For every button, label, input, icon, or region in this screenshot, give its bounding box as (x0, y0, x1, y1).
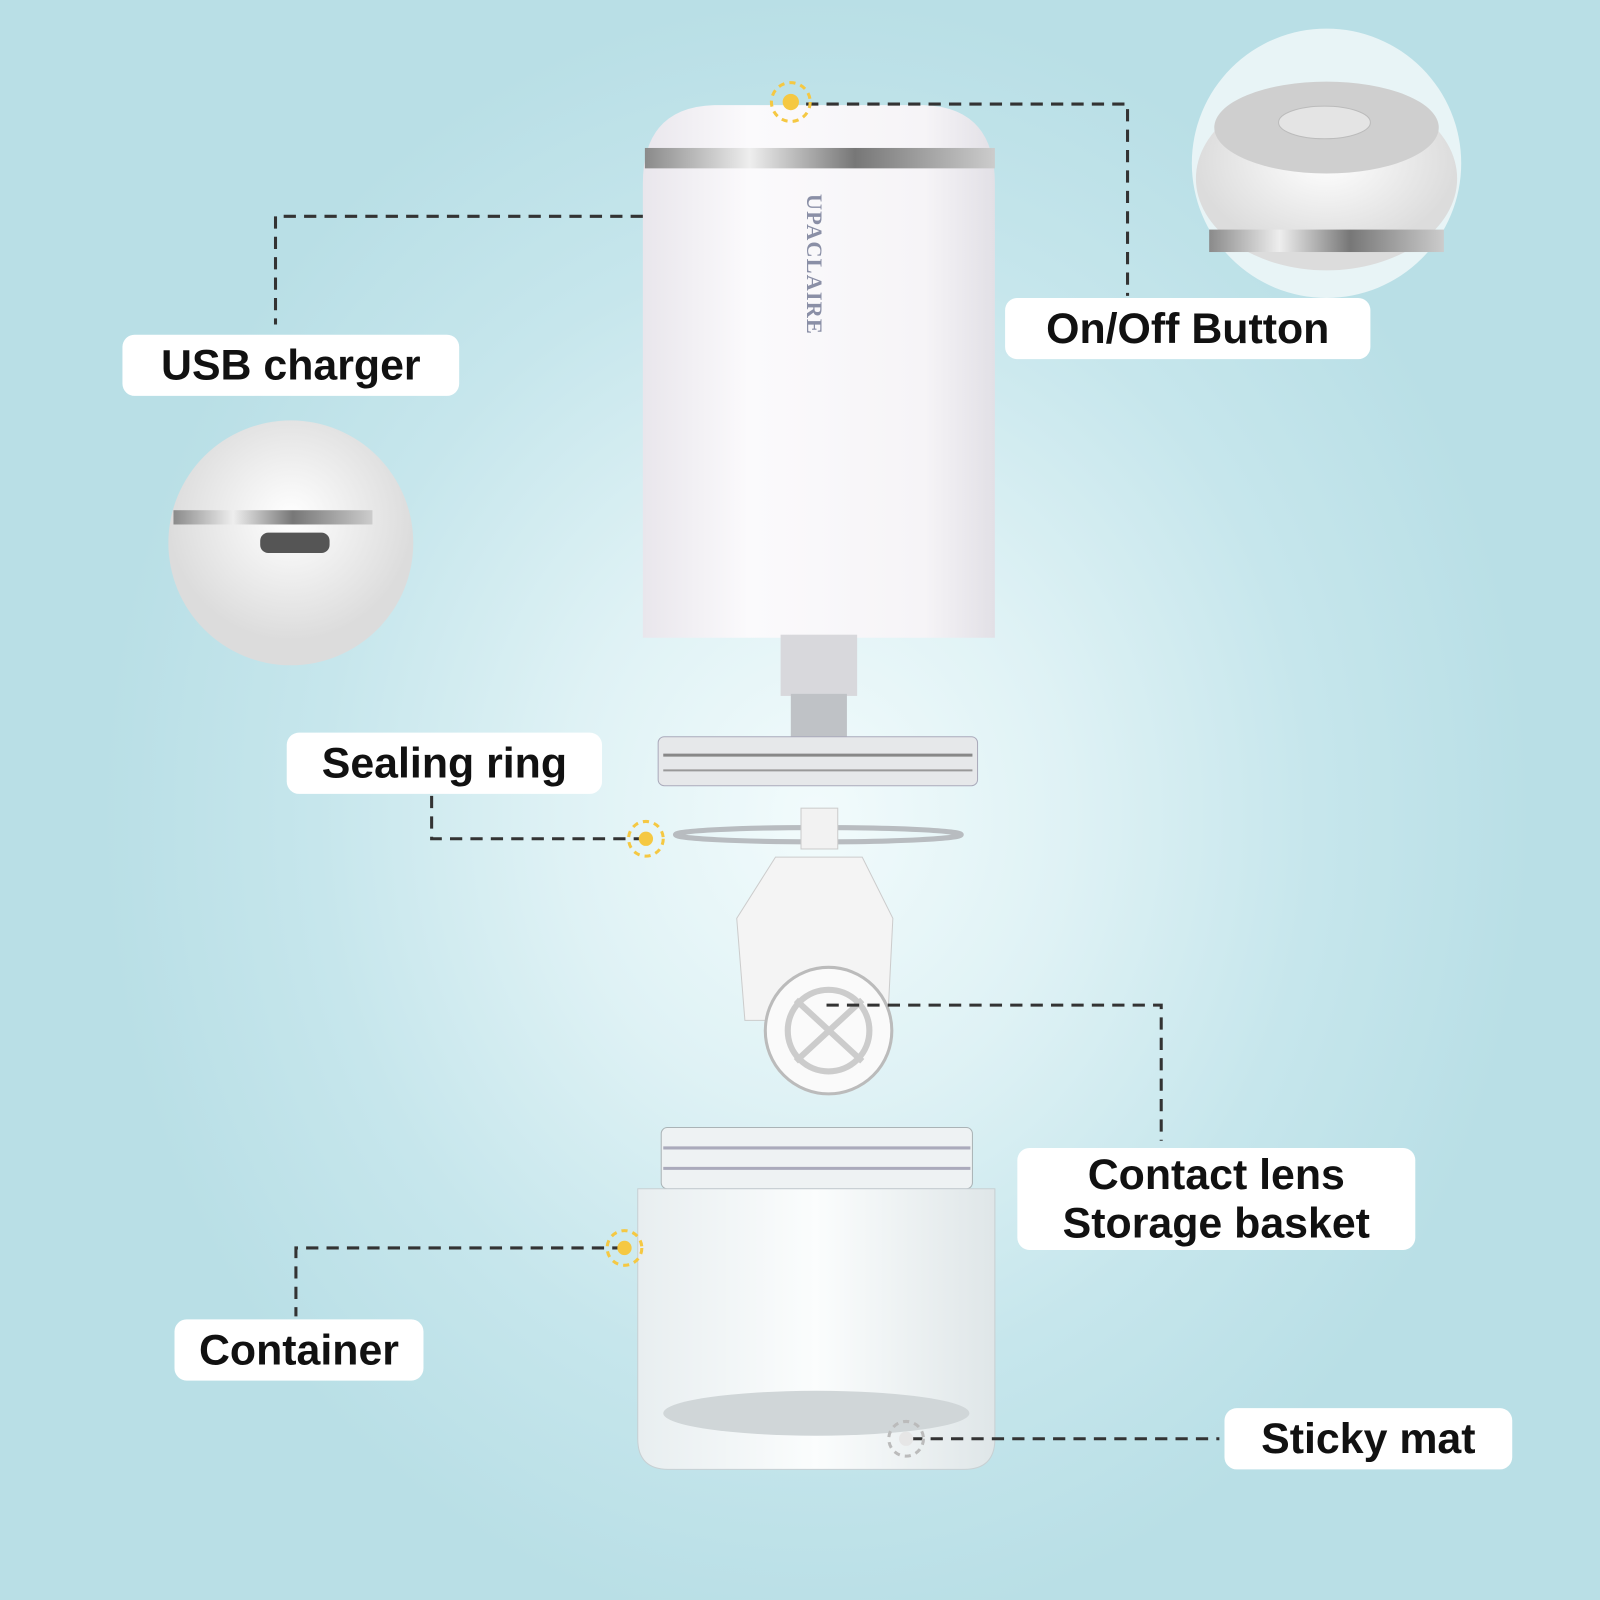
lens-basket (736, 807, 894, 1096)
label-line-1: Contact lens (1087, 1149, 1345, 1198)
usb-charger-leader (273, 214, 643, 325)
brand-logo: UPACLAIRE (802, 193, 828, 335)
leader-lines (273, 102, 1220, 1441)
label-sticky-mat: Sticky mat (1224, 1408, 1513, 1470)
basket-leader (826, 1003, 1163, 1141)
container-jar (637, 1127, 996, 1470)
label-line-2: Storage basket (1062, 1198, 1370, 1247)
label-sealing-ring: Sealing ring (286, 732, 603, 794)
container-leader (294, 1246, 625, 1317)
label-on-off-button: On/Off Button (1005, 297, 1371, 360)
label-usb-charger: USB charger (122, 334, 460, 396)
device-cap (642, 105, 995, 787)
on-off-button-inset (1191, 28, 1462, 298)
usb-port-inset (168, 420, 414, 666)
sealing-ring-marker-icon (627, 819, 665, 858)
label-container: Container (174, 1319, 424, 1381)
on-off-leader (806, 102, 1130, 296)
on-off-marker-icon (769, 81, 812, 123)
sealing-ring-leader (430, 795, 643, 841)
label-contact-lens-basket: Contact lens Storage basket (1017, 1147, 1416, 1250)
